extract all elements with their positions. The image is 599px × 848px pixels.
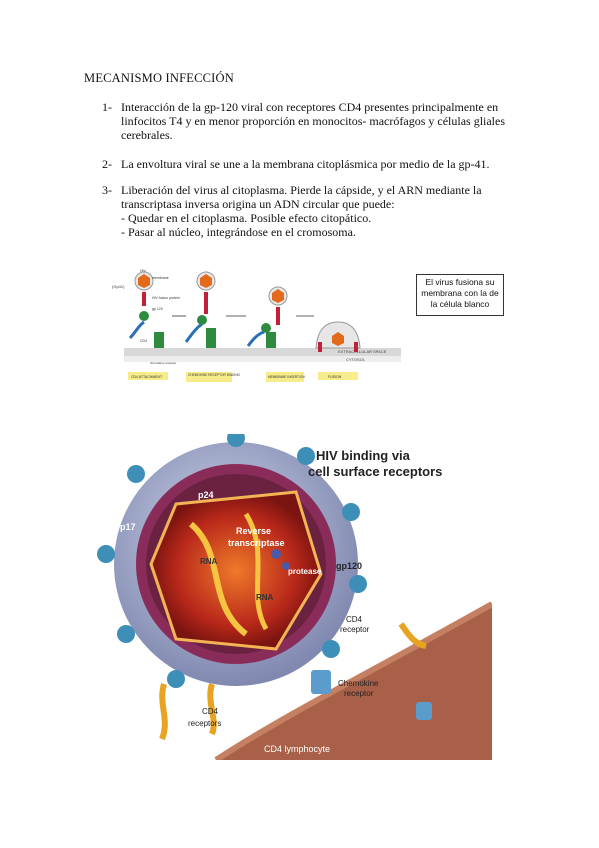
list-text: La envoltura viral se une a la membrana … xyxy=(121,157,490,171)
hiv-label: HIV xyxy=(140,269,147,273)
list-item-3: 3- Liberación del virus al citoplasma. P… xyxy=(84,183,524,239)
step-label: MEMBRANE INSERTION xyxy=(268,375,305,379)
fusion-protein-label: HIV fusion protein xyxy=(152,296,180,300)
fusion-diagram: EXTRACELLULAR SPACE CYTOSOL HIV membrane… xyxy=(106,266,401,388)
protease-label: protease xyxy=(288,567,322,576)
membrane-label: membrane xyxy=(152,276,169,280)
rt-label: transcriptase xyxy=(228,538,285,548)
list-number: 2- xyxy=(102,157,112,171)
cd4-label: CD4 xyxy=(140,339,147,343)
document-title: MECANISMO INFECCIÓN xyxy=(84,71,234,85)
lymphocyte-label: CD4 lymphocyte xyxy=(264,744,330,754)
step-label: CD4 ATTACHMENT xyxy=(131,375,163,379)
chemokine-label: receptor xyxy=(344,689,374,698)
figure-subtitle: cell surface receptors xyxy=(308,464,442,479)
list-text: Liberación del virus al citoplasma. Pier… xyxy=(121,183,482,211)
rt-label: Reverse xyxy=(236,526,271,536)
chemokine-label: chemokine receptor xyxy=(150,361,176,365)
list-text: Interacción de la gp-120 viral con recep… xyxy=(121,100,506,142)
list-number: 1- xyxy=(102,100,112,114)
gp120-label: gp120 xyxy=(336,561,362,571)
list-number: 3- xyxy=(102,183,112,197)
cd4-receptor-label: CD4 xyxy=(346,615,363,624)
chemokine-label: Chemokine xyxy=(338,679,379,688)
cytosol-label: CYTOSOL xyxy=(346,357,366,362)
figure-title: HIV binding via xyxy=(316,448,411,463)
list-item-2: 2- La envoltura viral se une a la membra… xyxy=(84,157,524,171)
figure-caption: El virus fusiona su membrana con la de l… xyxy=(416,274,504,316)
hiv-binding-illustration: HIV binding via cell surface receptors p… xyxy=(96,429,494,763)
rna-label: RNA xyxy=(256,593,274,602)
extracellular-label: EXTRACELLULAR SPACE xyxy=(338,349,387,354)
cd4-receptors-label: CD4 xyxy=(202,707,219,716)
p24-label: p24 xyxy=(198,490,214,500)
cd4-receptor-label: receptor xyxy=(340,625,370,634)
list-item-1: 1- Interacción de la gp-120 viral con re… xyxy=(84,100,524,142)
gp120-label: gp 120 xyxy=(152,307,163,311)
list-subitem: - Pasar al núcleo, integrándose en el cr… xyxy=(121,225,356,239)
step-label: CHEMOKINE RECEPTOR BINDING xyxy=(188,373,241,377)
list-subitem: - Quedar en el citoplasma. Posible efect… xyxy=(121,211,372,225)
gp41-label: (Gp41) xyxy=(112,284,125,289)
rna-label: RNA xyxy=(200,557,218,566)
cd4-receptors-label: receptors xyxy=(188,719,221,728)
step-label: FUSION xyxy=(328,375,342,379)
p17-label: p17 xyxy=(120,522,136,532)
